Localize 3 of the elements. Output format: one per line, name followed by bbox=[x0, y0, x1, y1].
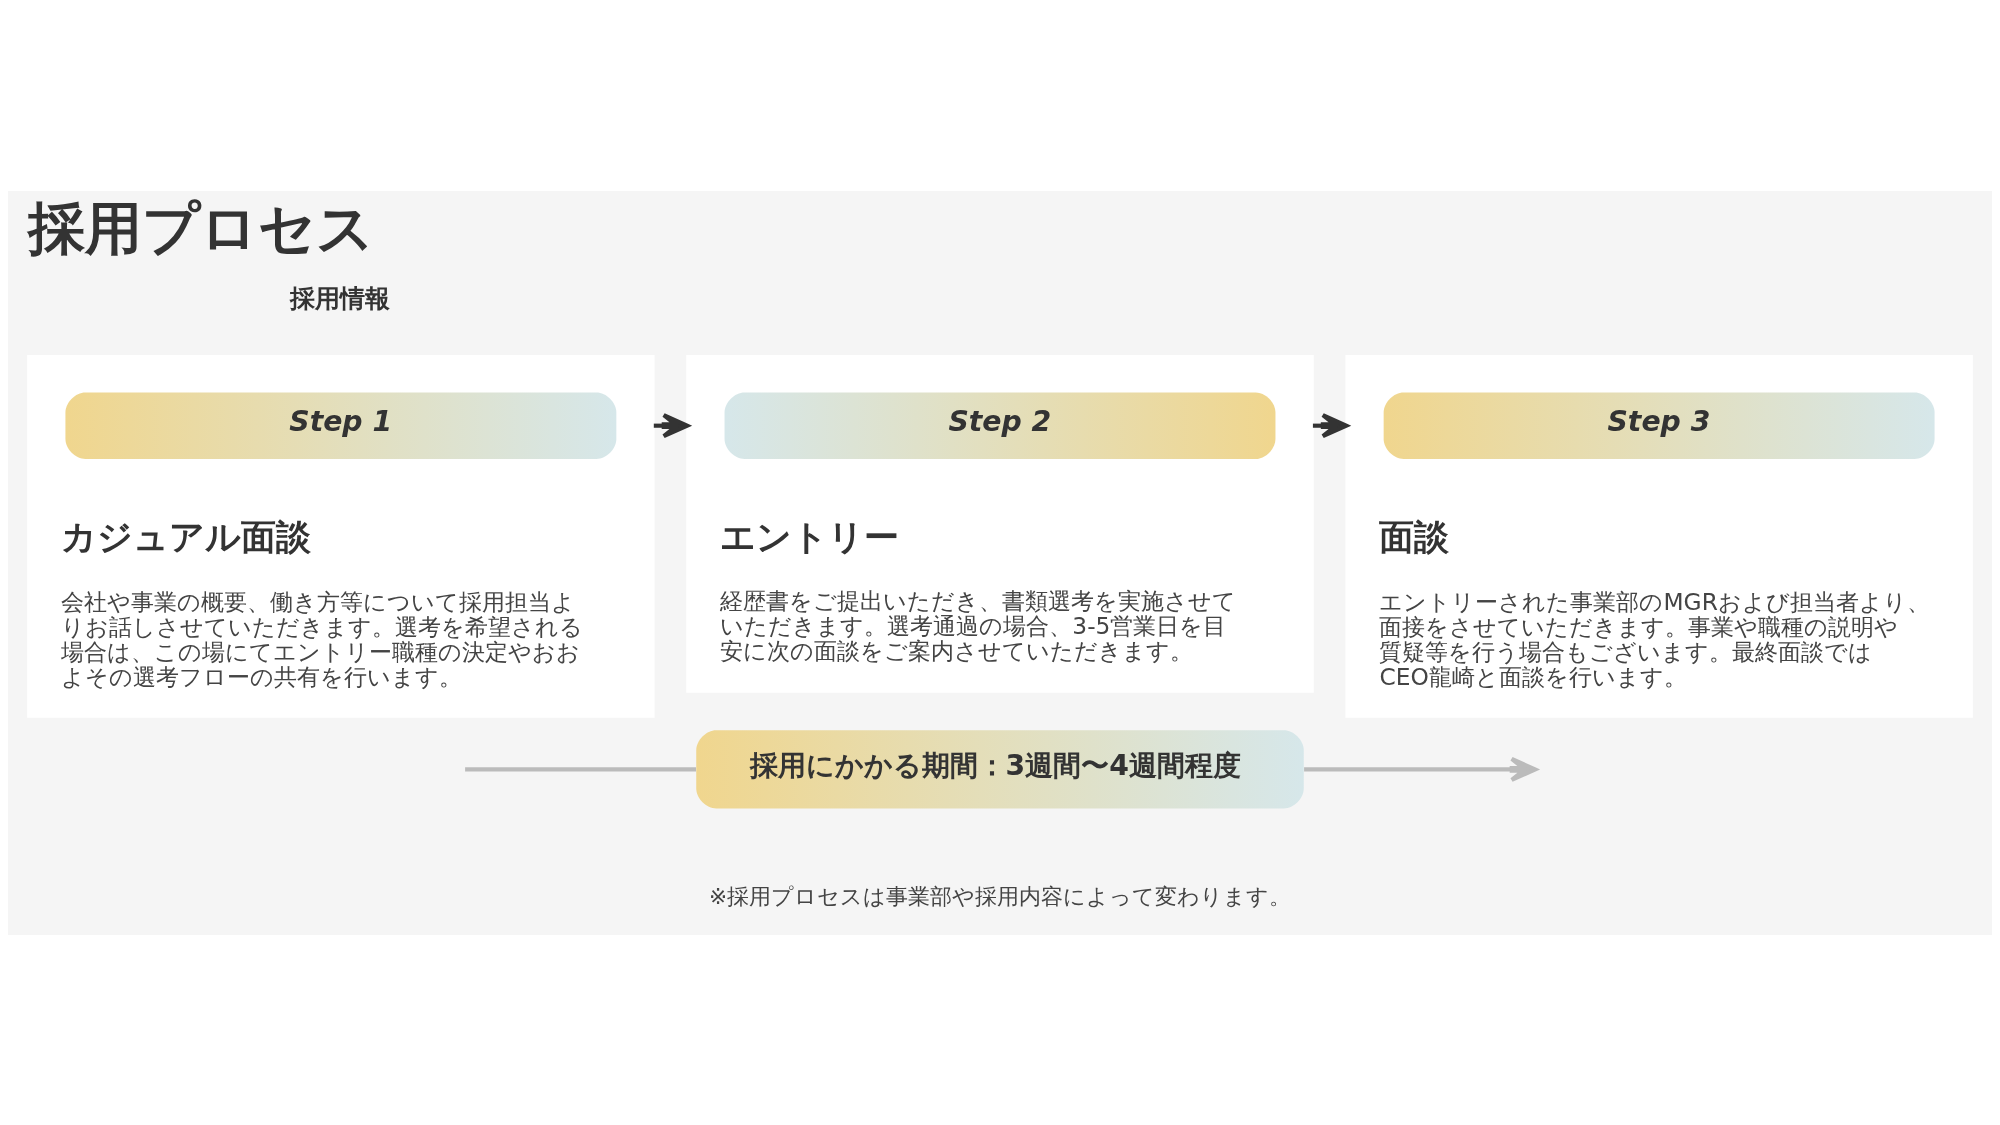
label: 採用情報 bbox=[290, 283, 391, 313]
label: ※採用プロセスは事業部や採用内容によって変わります。 bbox=[708, 883, 1292, 909]
diagram-title: 採用プロセス bbox=[27, 194, 374, 261]
